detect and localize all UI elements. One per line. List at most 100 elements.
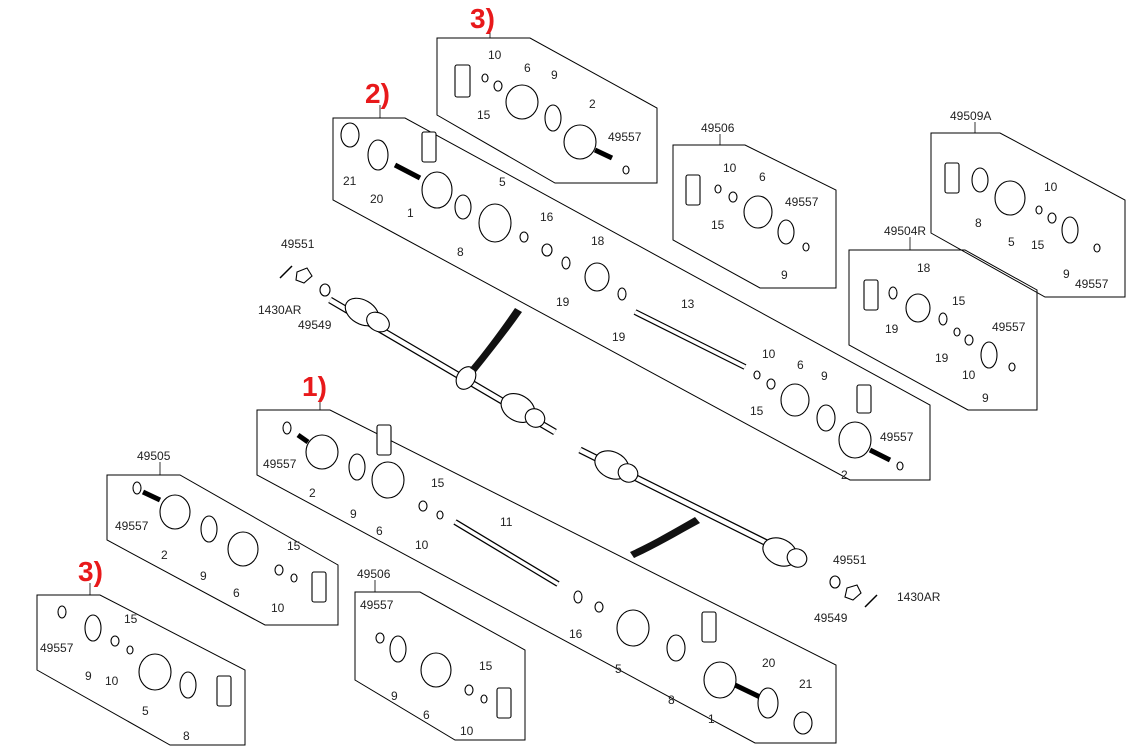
callout-49557: 49557 bbox=[1075, 277, 1109, 291]
kit-label-49504R: 49504R bbox=[884, 224, 926, 238]
callout-9: 9 bbox=[982, 391, 989, 405]
section-marker-1: 1) bbox=[302, 371, 327, 402]
callout-19: 19 bbox=[612, 330, 626, 344]
band-part bbox=[777, 219, 795, 245]
kit-label-49506-bottom: 49506 bbox=[357, 567, 391, 581]
label-nut-bottom: 49551 bbox=[833, 553, 867, 567]
section-marker-3-top: 3) bbox=[470, 3, 495, 34]
grease-part bbox=[496, 687, 512, 719]
callout-8: 8 bbox=[457, 245, 464, 259]
callout-15: 15 bbox=[479, 659, 493, 673]
boot-part bbox=[743, 195, 773, 229]
kit-49506-top-parts bbox=[685, 174, 810, 252]
callout-20: 20 bbox=[370, 192, 384, 206]
kit-box-49506-bottom bbox=[354, 591, 526, 741]
callout-9: 9 bbox=[1063, 267, 1070, 281]
callout-6: 6 bbox=[423, 708, 430, 722]
outer-joint-part bbox=[421, 171, 453, 209]
kit-box-3-bottom bbox=[36, 594, 246, 746]
washer-part bbox=[319, 283, 331, 297]
grease-part bbox=[421, 131, 437, 163]
grease-part bbox=[454, 64, 471, 98]
label-nut-top: 49551 bbox=[281, 237, 315, 251]
kit-box-49505 bbox=[106, 474, 339, 626]
callout-9: 9 bbox=[551, 68, 558, 82]
label-washer-top: 49549 bbox=[298, 318, 332, 332]
band-part bbox=[84, 614, 102, 642]
callout-9: 9 bbox=[85, 669, 92, 683]
callout-2: 2 bbox=[841, 468, 848, 482]
callout-5: 5 bbox=[1008, 235, 1015, 249]
callout-9: 9 bbox=[200, 569, 207, 583]
band-part bbox=[389, 635, 407, 663]
band-part bbox=[454, 194, 472, 220]
callout-9: 9 bbox=[391, 689, 398, 703]
boot-part bbox=[478, 203, 512, 243]
callout-10: 10 bbox=[460, 724, 474, 738]
boot-part bbox=[780, 383, 810, 417]
callout-1: 1 bbox=[708, 712, 715, 726]
boot-part bbox=[616, 609, 650, 647]
grease-part bbox=[216, 675, 232, 707]
grease-part bbox=[685, 174, 701, 206]
band-part bbox=[971, 167, 989, 193]
callout-21: 21 bbox=[799, 677, 813, 691]
callout-16: 16 bbox=[569, 627, 583, 641]
grease-part bbox=[376, 424, 392, 456]
grease-part bbox=[944, 162, 960, 194]
callout-49557: 49557 bbox=[880, 430, 914, 444]
band-part bbox=[544, 104, 562, 132]
callout-10: 10 bbox=[488, 48, 502, 62]
callout-13: 13 bbox=[681, 297, 695, 311]
tone-ring-part bbox=[367, 139, 389, 171]
kit-box-3-top bbox=[436, 37, 658, 184]
callout-2: 2 bbox=[309, 486, 316, 500]
callout-10: 10 bbox=[1044, 180, 1058, 194]
callout-10: 10 bbox=[723, 161, 737, 175]
callout-15: 15 bbox=[1031, 238, 1045, 252]
callout-5: 5 bbox=[499, 175, 506, 189]
callout-18: 18 bbox=[591, 234, 605, 248]
band-part bbox=[980, 341, 998, 369]
callout-49557: 49557 bbox=[360, 598, 394, 612]
grease-part bbox=[863, 279, 879, 311]
kit-49505-parts bbox=[132, 481, 327, 603]
callout-2: 2 bbox=[161, 548, 168, 562]
callout-15: 15 bbox=[952, 294, 966, 308]
kit-box-2 bbox=[332, 117, 931, 481]
grease-part bbox=[856, 384, 872, 414]
callout-8: 8 bbox=[668, 693, 675, 707]
kit-49504R-parts bbox=[863, 279, 1016, 372]
callout-49557: 49557 bbox=[785, 195, 819, 209]
callout-15: 15 bbox=[750, 404, 764, 418]
clip-ring-part bbox=[793, 711, 813, 735]
lower-drive-shaft-assembly bbox=[578, 446, 878, 608]
band-part bbox=[200, 515, 218, 543]
boot-part bbox=[371, 461, 405, 499]
kit-label-49509A: 49509A bbox=[950, 109, 991, 123]
callout-18: 18 bbox=[917, 261, 931, 275]
callout-49557: 49557 bbox=[115, 519, 149, 533]
section-marker-2: 2) bbox=[365, 78, 390, 109]
callout-5: 5 bbox=[615, 662, 622, 676]
callout-6: 6 bbox=[233, 586, 240, 600]
callout-19: 19 bbox=[556, 295, 570, 309]
callout-15: 15 bbox=[124, 612, 138, 626]
section-marker-3-bottom: 3) bbox=[78, 556, 103, 587]
grease-part bbox=[311, 571, 327, 603]
callout-15: 15 bbox=[431, 476, 445, 490]
callout-9: 9 bbox=[781, 268, 788, 282]
callout-10: 10 bbox=[415, 538, 429, 552]
callout-49557: 49557 bbox=[608, 130, 642, 144]
callout-10: 10 bbox=[271, 601, 285, 615]
band-part bbox=[666, 634, 686, 662]
callout-19: 19 bbox=[885, 322, 899, 336]
kit-49509A-parts bbox=[944, 162, 1101, 253]
grease-part bbox=[701, 611, 717, 643]
kit-box-49506-top bbox=[672, 144, 837, 289]
kit-label-49506-top: 49506 bbox=[701, 121, 735, 135]
clip-ring-part bbox=[340, 122, 360, 148]
boot-part bbox=[138, 653, 172, 691]
callout-10: 10 bbox=[962, 368, 976, 382]
inner-joint-part bbox=[159, 494, 191, 530]
